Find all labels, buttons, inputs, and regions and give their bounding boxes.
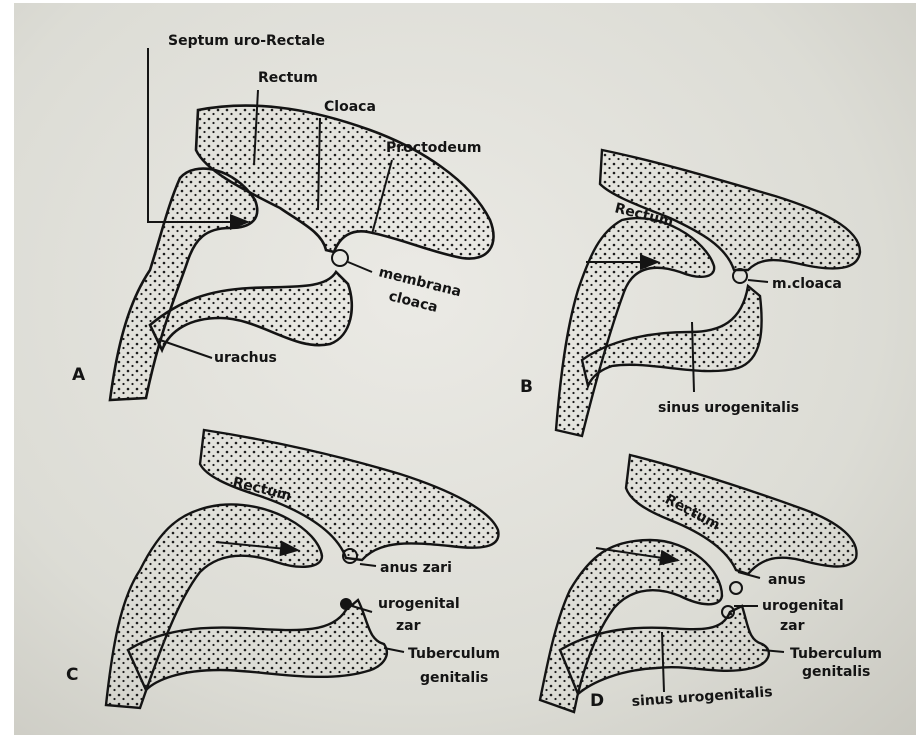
label-sinus-urogenitalis-b: sinus urogenitalis [658,400,799,416]
label-anus-d: anus [768,572,806,588]
panel-c-urogenital-membrane [340,598,352,610]
panel-letter-b: B [520,377,533,397]
panel-d-allantois-band [540,540,722,712]
label-septum-uro-rectale: Septum uro-Rectale [168,33,325,49]
label-m-cloaca: m.cloaca [772,276,842,292]
label-urachus: urachus [214,350,277,366]
panel-a-membrane [332,250,348,266]
label-anus-zari: anus zari [380,560,452,576]
panel-a: Septum uro-Rectale Rectum Cloaca Proctod… [72,33,494,400]
label-urogenital-zar-d: zar [780,618,805,634]
panel-d: Rectum anus urogenital zar Tuberculum ge… [540,455,882,712]
panel-c: Rectum anus zari urogenital zar Tubercul… [66,430,500,708]
panel-letter-a: A [72,365,86,385]
label-sinus-urogenitalis-d: sinus urogenitalis [631,684,773,710]
label-proctodeum: Proctodeum [386,140,481,156]
panel-d-anus [730,582,742,594]
panel-b: Rectum m.cloaca sinus urogenitalis B [520,150,860,436]
label-genitalis-c: genitalis [420,670,488,686]
panel-c-allantois-band [106,504,322,708]
label-rectum-a: Rectum [258,70,318,86]
label-urogenital-d: urogenital [762,598,844,614]
label-genitalis-d: genitalis [802,664,870,680]
panel-letter-d: D [590,691,604,711]
label-tuberculum-d: Tuberculum [790,646,882,662]
label-urogenital-c: urogenital [378,596,460,612]
label-cloaca: Cloaca [324,99,376,115]
panel-letter-c: C [66,665,78,685]
label-urogenital-zar-c: zar [396,618,421,634]
label-tuberculum-c: Tuberculum [408,646,500,662]
